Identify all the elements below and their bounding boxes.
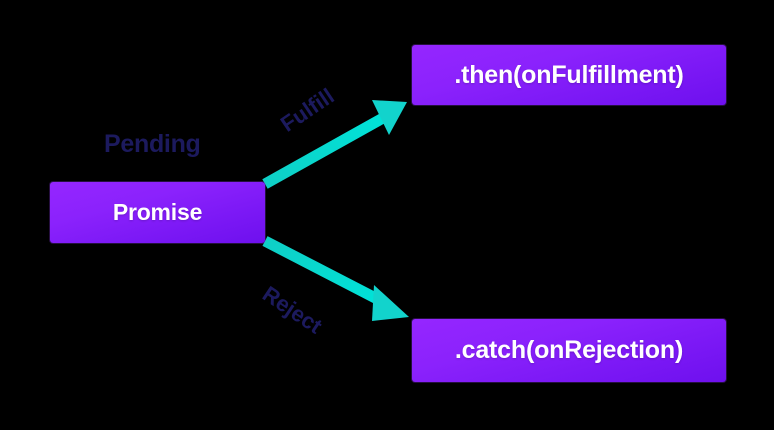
node-then-onfulfillment[interactable]: .then(onFulfillment) [412, 45, 726, 105]
node-then-label: .then(onFulfillment) [454, 60, 684, 89]
node-catch-label: .catch(onRejection) [454, 336, 684, 364]
node-catch-onrejection[interactable]: .catch(onRejection) [412, 319, 726, 382]
edge-label-fulfill: Fulfill [276, 83, 339, 137]
state-label-pending: Pending [104, 130, 201, 158]
node-promise-label: Promise [112, 199, 203, 225]
node-promise[interactable]: Promise [50, 182, 265, 243]
edge-label-reject: Reject [258, 281, 327, 339]
